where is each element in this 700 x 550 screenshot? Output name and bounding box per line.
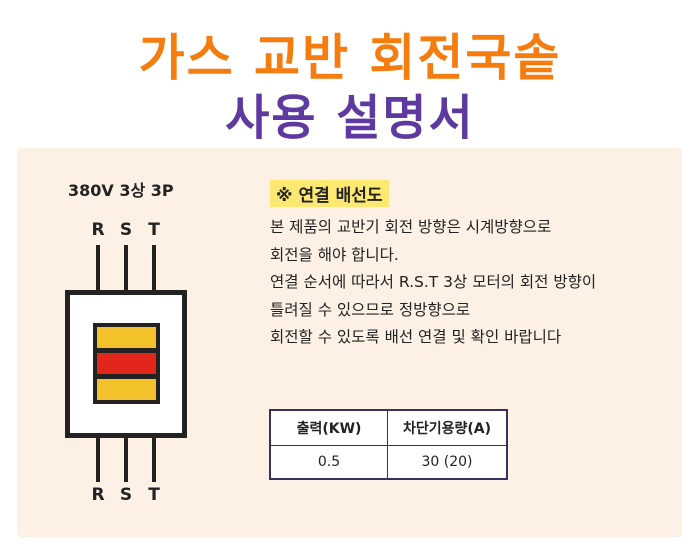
cell-output: 0.5: [269, 445, 388, 480]
instruction-line: 회전을 해야 합니다.: [270, 245, 399, 264]
voltage-spec: 380V 3상 3P: [68, 181, 174, 200]
title-line1: 가스 교반 회전국솥: [138, 29, 562, 87]
wire-r-bottom: [96, 436, 100, 482]
cell-breaker: 30 (20): [387, 445, 508, 480]
header-breaker: 차단기용량(A): [387, 409, 508, 446]
title-line2: 사용 설명서: [225, 90, 475, 146]
instruction-line: 연결 순서에 따라서 R.S.T 3상 모터의 회전 방향이: [270, 273, 597, 291]
breaker-switch: [93, 323, 160, 404]
label-r-top: R: [91, 220, 105, 240]
wire-t-top: [152, 245, 156, 292]
label-s-bottom: S: [119, 485, 133, 505]
header-output: 출력(KW): [269, 409, 388, 446]
bar-red: [97, 353, 156, 374]
wire-t-bottom: [152, 436, 156, 482]
label-r-bottom: R: [91, 485, 105, 505]
bar-yellow: [97, 327, 156, 348]
label-s-top: S: [119, 220, 133, 240]
wire-s-bottom: [124, 436, 128, 482]
instruction-line: 틀려질 수 있으므로 정방향으로: [270, 300, 471, 319]
label-t-top: T: [148, 220, 160, 240]
breaker-body: [65, 290, 187, 438]
bar-yellow: [97, 379, 156, 400]
instruction-line: 회전할 수 있도록 배선 연결 및 확인 바랍니다: [270, 328, 562, 346]
wire-s-top: [124, 245, 128, 292]
wire-r-top: [96, 245, 100, 292]
label-t-bottom: T: [148, 485, 160, 505]
instruction-line: 본 제품의 교반기 회전 방향은 시계방향으로: [270, 218, 552, 236]
section-heading: ※ 연결 배선도: [270, 180, 389, 207]
instructions: 본 제품의 교반기 회전 방향은 시계방향으로 회전을 해야 합니다. 연결 순…: [270, 214, 596, 352]
